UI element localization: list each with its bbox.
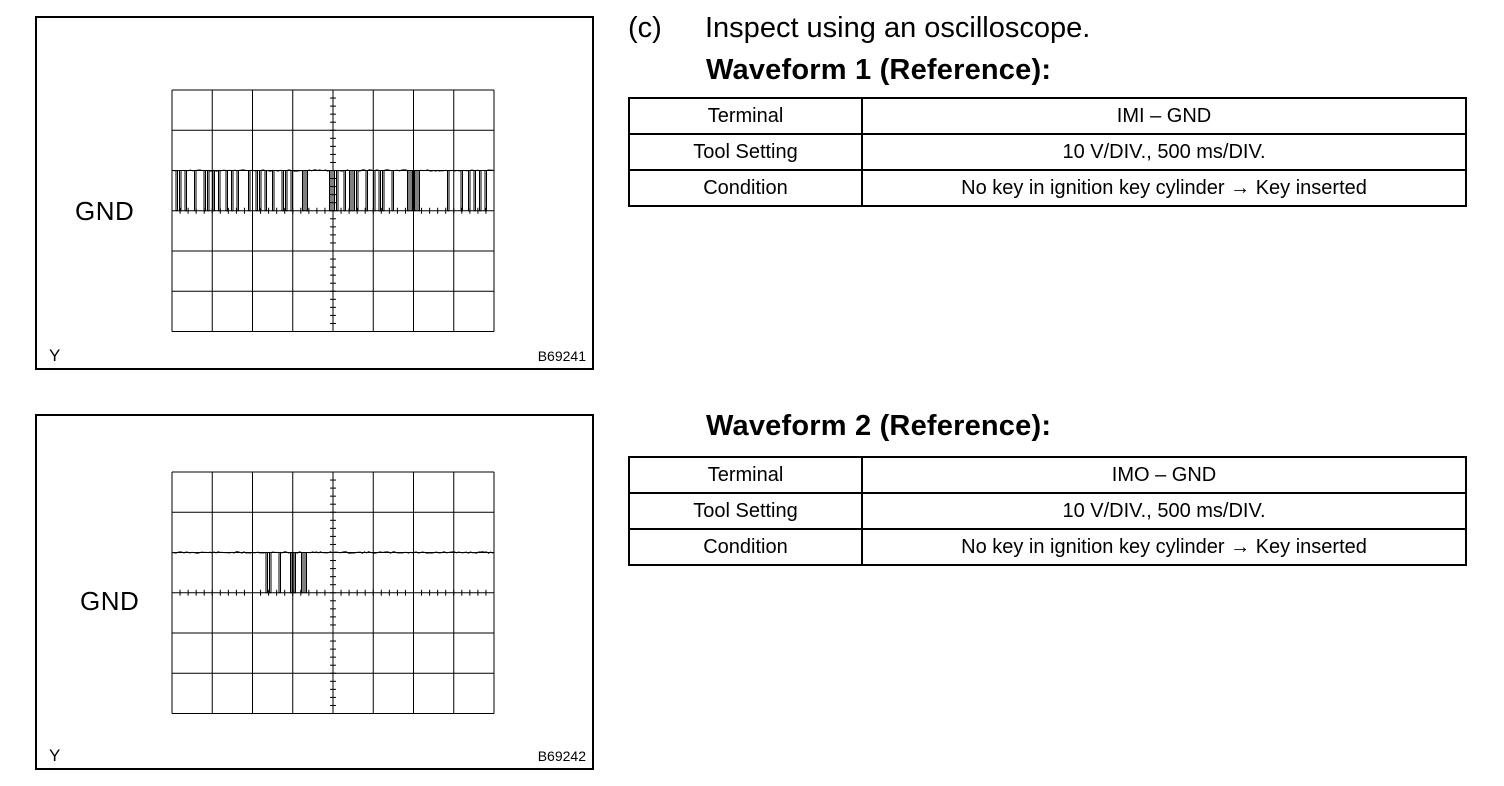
axis-ticks xyxy=(171,471,495,714)
tool-setting-key: Tool Setting xyxy=(628,492,863,530)
tool-setting-value: 10 V/DIV., 500 ms/DIV. xyxy=(861,133,1467,171)
table-row: Terminal IMO – GND xyxy=(628,456,1467,494)
corner-mark: Y xyxy=(49,746,61,765)
waveform-2-spec-table: Terminal IMO – GND Tool Setting 10 V/DIV… xyxy=(628,456,1467,566)
oscilloscope-screen xyxy=(171,471,495,714)
terminal-key: Terminal xyxy=(628,456,863,494)
tool-setting-value: 10 V/DIV., 500 ms/DIV. xyxy=(861,492,1467,530)
oscilloscope-figure-1: GND Y B69241 xyxy=(35,16,594,370)
oscilloscope-figure-2: GND Y B69242 xyxy=(35,414,594,770)
figure-id: B69241 xyxy=(537,348,586,364)
terminal-value: IMI – GND xyxy=(861,97,1467,135)
waveform-2-heading: Waveform 2 (Reference): xyxy=(706,410,1052,442)
table-row: Condition No key in ignition key cylinde… xyxy=(628,528,1467,566)
waveform-1-spec-table: Terminal IMI – GND Tool Setting 10 V/DIV… xyxy=(628,97,1467,207)
terminal-key: Terminal xyxy=(628,97,863,135)
condition-key: Condition xyxy=(628,528,863,566)
step-letter: (c) xyxy=(628,12,662,44)
step-instruction: (c) Inspect using an oscilloscope. xyxy=(628,12,1090,45)
terminal-value: IMO – GND xyxy=(861,456,1467,494)
figure-id: B69242 xyxy=(537,748,586,764)
signal-trace xyxy=(171,551,495,594)
corner-mark: Y xyxy=(49,346,61,365)
condition-value: No key in ignition key cylinder → Key in… xyxy=(861,528,1467,566)
table-row: Tool Setting 10 V/DIV., 500 ms/DIV. xyxy=(628,133,1467,171)
waveform-1-heading: Waveform 1 (Reference): xyxy=(706,54,1052,86)
table-row: Tool Setting 10 V/DIV., 500 ms/DIV. xyxy=(628,492,1467,530)
tool-setting-key: Tool Setting xyxy=(628,133,863,171)
oscilloscope-screen xyxy=(171,89,495,332)
step-text: Inspect using an oscilloscope. xyxy=(705,12,1091,44)
condition-key: Condition xyxy=(628,169,863,207)
gnd-label: GND xyxy=(75,196,135,226)
condition-value: No key in ignition key cylinder → Key in… xyxy=(861,169,1467,207)
table-row: Terminal IMI – GND xyxy=(628,97,1467,135)
signal-trace xyxy=(171,169,495,212)
gnd-label: GND xyxy=(80,586,140,616)
table-row: Condition No key in ignition key cylinde… xyxy=(628,169,1467,207)
